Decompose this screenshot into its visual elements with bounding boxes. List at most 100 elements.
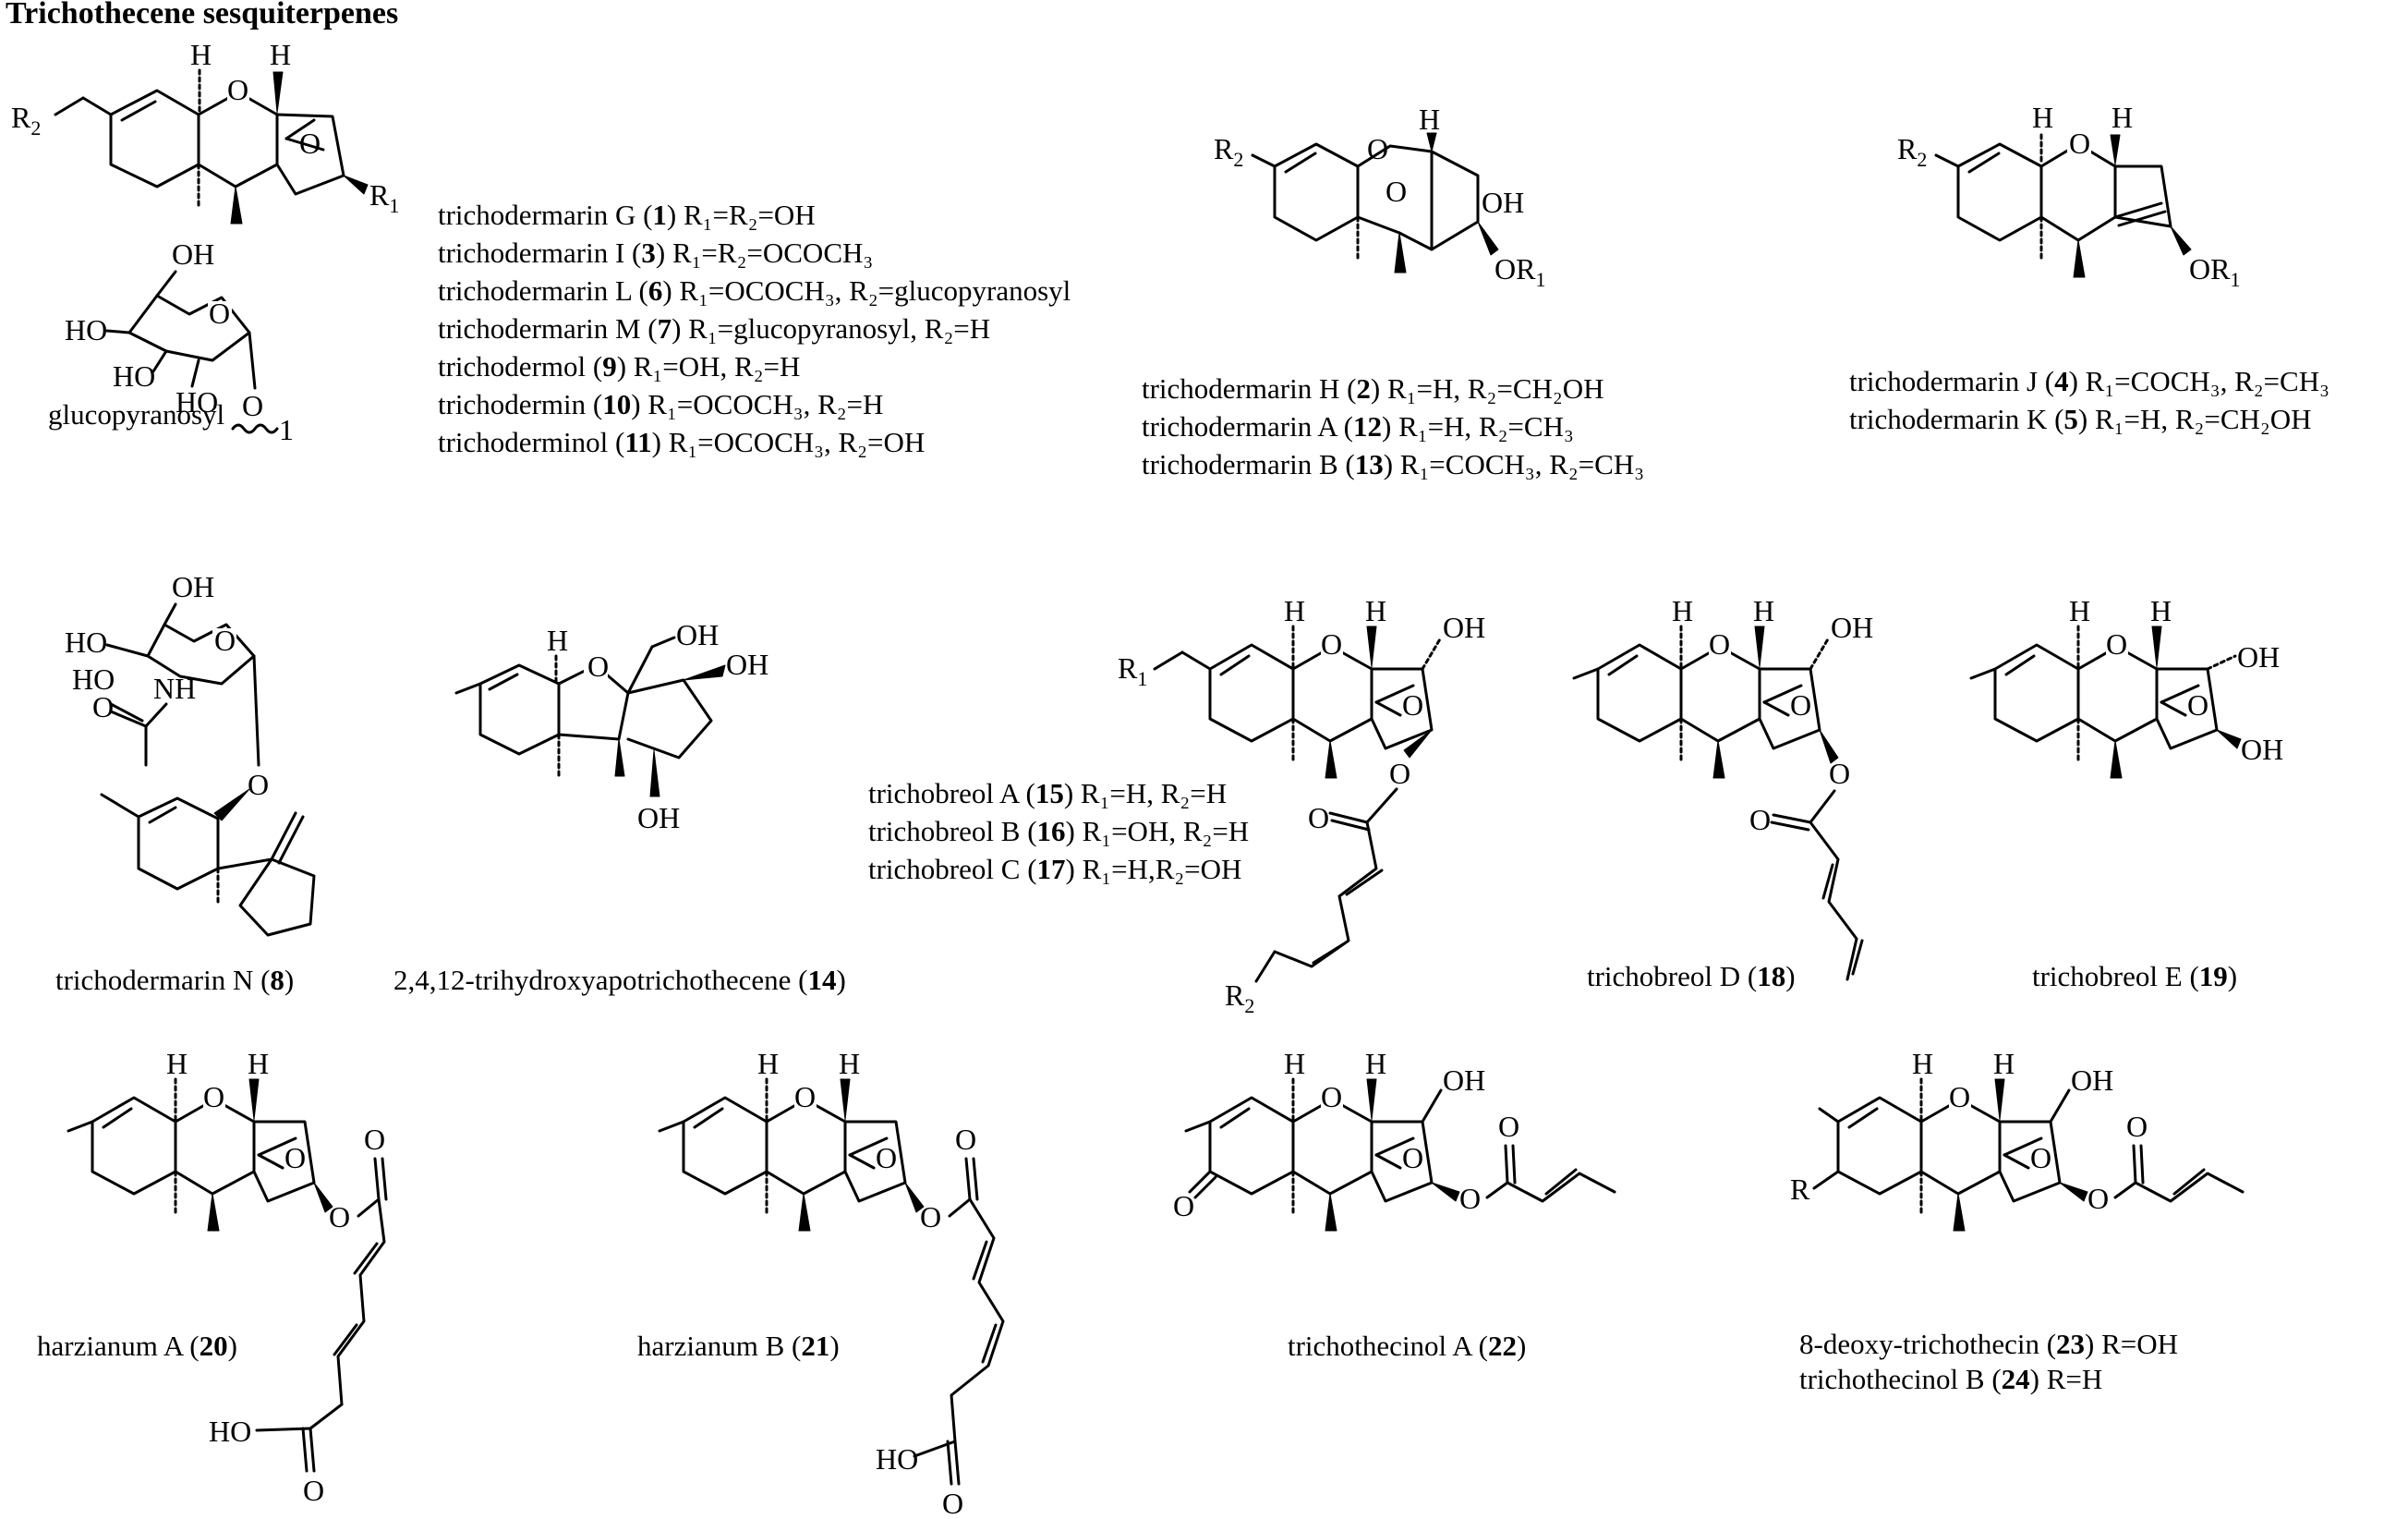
svg-text:OH: OH (726, 648, 768, 681)
svg-text:H: H (1912, 1047, 1933, 1080)
svg-text:O: O (1389, 757, 1410, 790)
structure-8-deoxy-trichothecin: R O O H H OH O O (1790, 1047, 2245, 1232)
svg-text:O: O (2126, 1110, 2148, 1143)
svg-text:O: O (299, 127, 321, 160)
compound-list-1: trichodermarin G (1) R₁=R₂=OH trichoderm… (438, 196, 1071, 461)
structure-harzianum-B: O O H H O O O HO (658, 1047, 1005, 1519)
svg-text:O: O (2087, 1182, 2109, 1215)
structure-trichobreol-D: O O H H OH O O (1572, 594, 1873, 981)
svg-text:OH: OH (676, 618, 719, 651)
svg-text:R2: R2 (11, 101, 41, 140)
svg-text:1: 1 (279, 413, 294, 446)
svg-text:O: O (214, 624, 236, 657)
svg-text:OH: OH (637, 801, 680, 834)
svg-text:H: H (270, 38, 291, 71)
compound-entry: trichodermarin G (1) R₁=R₂=OH (438, 199, 816, 231)
svg-text:O: O (1749, 803, 1771, 836)
svg-text:O: O (2106, 627, 2127, 661)
svg-text:O: O (942, 1487, 963, 1519)
svg-text:R1: R1 (1118, 651, 1147, 690)
compound-list-2: trichodermarin H (2) R₁=H, R₂=CH₂OH tric… (1142, 370, 1644, 483)
caption-compound-8: trichodermarin N (8) (55, 964, 295, 996)
svg-text:HO: HO (209, 1415, 251, 1448)
svg-text:O: O (2069, 127, 2090, 160)
compound-entry: trichodermarin I (3) R₁=R₂=OCOCH₃ (438, 237, 874, 269)
structure-trichothecinol-A: O O O H H OH O O (1173, 1047, 1616, 1232)
compound-entry: trichodermarin H (2) R₁=H, R₂=CH₂OH (1142, 372, 1604, 405)
svg-text:O: O (2030, 1141, 2051, 1174)
svg-text:OH: OH (172, 237, 214, 271)
svg-text:H: H (1365, 1047, 1386, 1080)
svg-text:O: O (1173, 1189, 1194, 1222)
svg-text:R2: R2 (1225, 978, 1254, 1017)
svg-text:OH: OH (2241, 733, 2283, 766)
compound-entry: 8-deoxy-trichothecin (23) R=OH (1799, 1328, 2179, 1360)
svg-text:H: H (2069, 594, 2090, 627)
compound-entry: trichodermin (10) R₁=OCOCH₃, R₂=H (438, 388, 884, 420)
svg-text:H: H (1419, 103, 1440, 136)
caption-compound-19: trichobreol E (19) (2032, 960, 2238, 992)
svg-text:H: H (1672, 594, 1693, 627)
svg-text:O: O (1790, 688, 1811, 722)
svg-text:O: O (1386, 175, 1407, 208)
svg-text:O: O (1321, 627, 1342, 661)
svg-text:O: O (1367, 132, 1388, 165)
compound-entry: trichothecinol B (24) R=H (1799, 1363, 2103, 1395)
compound-entry: trichodermarin A (12) R₁=H, R₂=CH₃ (1142, 410, 1574, 443)
glucopyranosyl-label: glucopyranosyl (48, 398, 225, 431)
svg-text:OR1: OR1 (1494, 252, 1545, 291)
compound-entry: trichodermarin B (13) R₁=COCH₃, R₂=CH₃ (1142, 448, 1645, 480)
caption-compound-18: trichobreol D (18) (1587, 960, 1796, 992)
svg-text:O: O (203, 1080, 224, 1113)
svg-text:O: O (876, 1141, 897, 1174)
svg-text:H: H (1284, 1047, 1305, 1080)
svg-text:H: H (547, 624, 568, 657)
svg-text:O: O (955, 1123, 976, 1156)
svg-text:H: H (1753, 594, 1774, 627)
svg-text:O: O (242, 389, 263, 422)
svg-text:HO: HO (876, 1442, 918, 1476)
compound-list-3: trichodermarin J (4) R₁=COCH₃, R₂=CH₃ tr… (1849, 362, 2329, 438)
svg-text:O: O (794, 1080, 816, 1113)
svg-text:H: H (190, 38, 212, 71)
svg-text:HO: HO (72, 662, 115, 696)
svg-text:O: O (1308, 801, 1329, 834)
structure-trichobreol-A-core: R1 O O H H OH O O R2 (1118, 594, 1485, 1017)
svg-text:OR1: OR1 (2189, 252, 2240, 291)
svg-text:O: O (303, 1474, 324, 1507)
compound-entry: trichodermarin K (5) R₁=H, R₂=CH₂OH (1849, 403, 2312, 435)
compound-entry: trichodermol (9) R₁=OH, R₂=H (438, 350, 801, 383)
structure-trichodermarin-G-core: R2 O O H H R1 (11, 38, 399, 225)
figure-title: Trichothecene sesquiterpenes (6, 0, 399, 30)
structure-trichobreol-E: O O H H OH OH (1969, 594, 2283, 779)
caption-compound-14: 2,4,12-trihydroxyapotrichothecene (14) (393, 964, 846, 996)
svg-text:OH: OH (2071, 1063, 2113, 1097)
compound-entry: trichodermarin J (4) R₁=COCH₃, R₂=CH₃ (1849, 365, 2329, 397)
svg-text:OH: OH (1831, 611, 1873, 644)
structure-compound-14: O H OH OH OH (454, 618, 768, 834)
caption-compound-21: harzianum B (21) (637, 1330, 840, 1362)
svg-text:O: O (1402, 1141, 1423, 1174)
structure-trichodermarin-J-core: R2 O H H OR1 (1897, 101, 2240, 291)
svg-text:O: O (1321, 1080, 1342, 1113)
svg-text:O: O (2187, 688, 2208, 722)
compound-entry: trichobreol B (16) R₁=OH, R₂=H (868, 815, 1250, 847)
compound-entry: trichoderminol (11) R₁=OCOCH₃, R₂=OH (438, 426, 926, 458)
svg-text:HO: HO (175, 385, 218, 419)
svg-text:NH: NH (153, 672, 196, 705)
svg-text:R2: R2 (1214, 132, 1243, 171)
svg-text:HO: HO (65, 626, 107, 659)
svg-text:R1: R1 (369, 178, 399, 217)
compound-entry: trichodermarin L (6) R₁=OCOCH₃, R₂=gluco… (438, 274, 1071, 307)
svg-text:O: O (1709, 627, 1730, 661)
svg-text:H: H (1993, 1047, 2015, 1080)
svg-text:O: O (1949, 1080, 1970, 1113)
structure-harzianum-A: O O H H O O O HO (67, 1047, 388, 1507)
compound-entry: trichodermarin M (7) R₁=glucopyranosyl, … (438, 312, 991, 345)
svg-text:O: O (1459, 1182, 1481, 1215)
svg-text:O: O (587, 650, 609, 683)
svg-text:O: O (209, 297, 230, 330)
svg-text:H: H (248, 1047, 269, 1080)
svg-text:OH: OH (1443, 611, 1485, 644)
svg-text:OH: OH (2237, 640, 2280, 674)
